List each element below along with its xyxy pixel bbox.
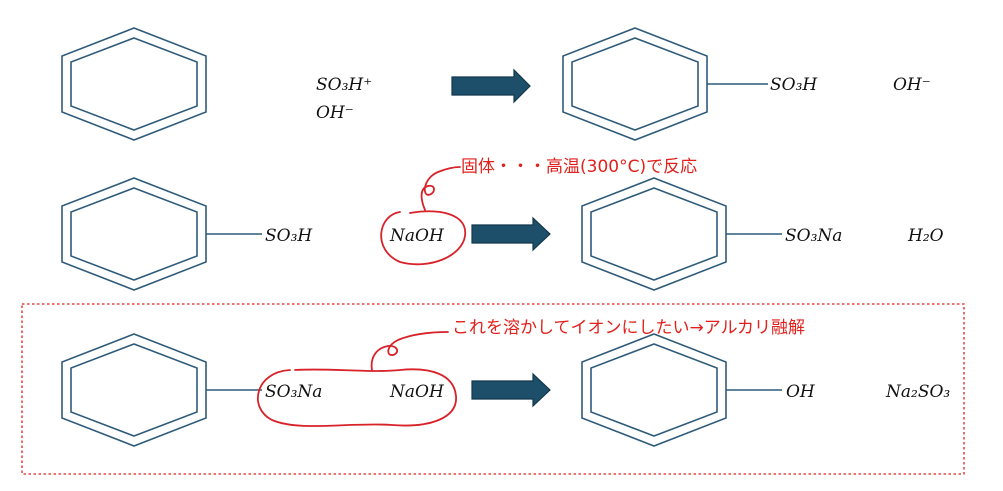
reagent-so3h-plus: SO₃H⁺: [316, 75, 372, 95]
reaction-arrow-row1: [451, 68, 531, 104]
reaction-arrow-row3: [471, 372, 551, 408]
reagent-naoh-row3: NaOH: [389, 382, 445, 402]
byproduct-h2o: H₂O: [907, 226, 944, 246]
benzene-ring-reactant-row2: [61, 177, 207, 291]
benzene-ring-reactant-row3: [61, 333, 207, 447]
byproduct-na2so3: Na₂SO₃: [885, 382, 950, 402]
product-oh-row3: OH: [786, 382, 816, 402]
red-hook-row3: [370, 331, 449, 371]
reaction-arrow-row2: [471, 216, 551, 252]
reactant-so3h-row2: SO₃H: [265, 226, 313, 246]
reagent-naoh-row2: NaOH: [389, 226, 445, 246]
benzene-ring-product-row1: [562, 27, 708, 141]
benzene-ring-product-row2: [581, 177, 727, 291]
product-so3na-row2: SO₃Na: [785, 226, 842, 246]
reactant-so3na-row3: SO₃Na: [265, 382, 322, 402]
dotted-highlight-box: [21, 303, 965, 475]
reagent-oh-minus: OH⁻: [316, 103, 354, 123]
byproduct-oh-minus: OH⁻: [893, 75, 931, 95]
red-circle-naoh: [380, 210, 466, 266]
benzene-ring-reactant-row1: [61, 27, 207, 141]
annotation-solid-high-temp: 固体・・・高温(300°C)で反応: [461, 157, 697, 177]
red-circle-so3na-naoh: [256, 368, 457, 427]
annotation-alkali-fusion: これを溶かしてイオンにしたい→アルカリ融解: [452, 318, 805, 338]
product-so3h-row1: SO₃H: [770, 75, 818, 95]
benzene-ring-product-row3: [581, 333, 727, 447]
red-hook-row2: [420, 166, 461, 211]
